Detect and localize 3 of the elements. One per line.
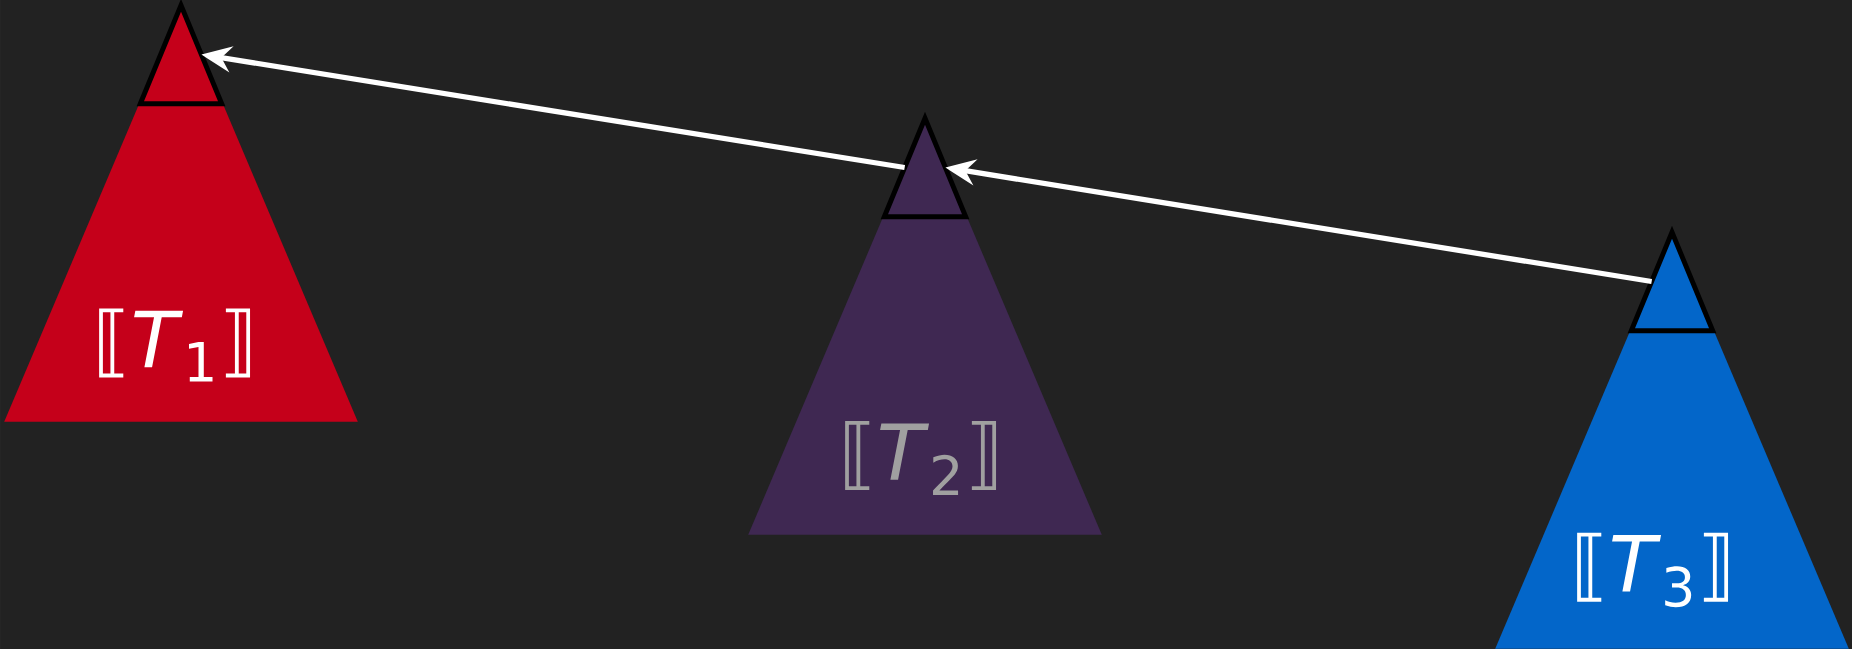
tree-triangle: ⟦T$_{2}$⟧: [748, 118, 1102, 535]
tree-triangle: ⟦T$_{1}$⟧: [4, 5, 358, 422]
tree-triangle: ⟦T$_{3}$⟧: [1495, 232, 1849, 649]
